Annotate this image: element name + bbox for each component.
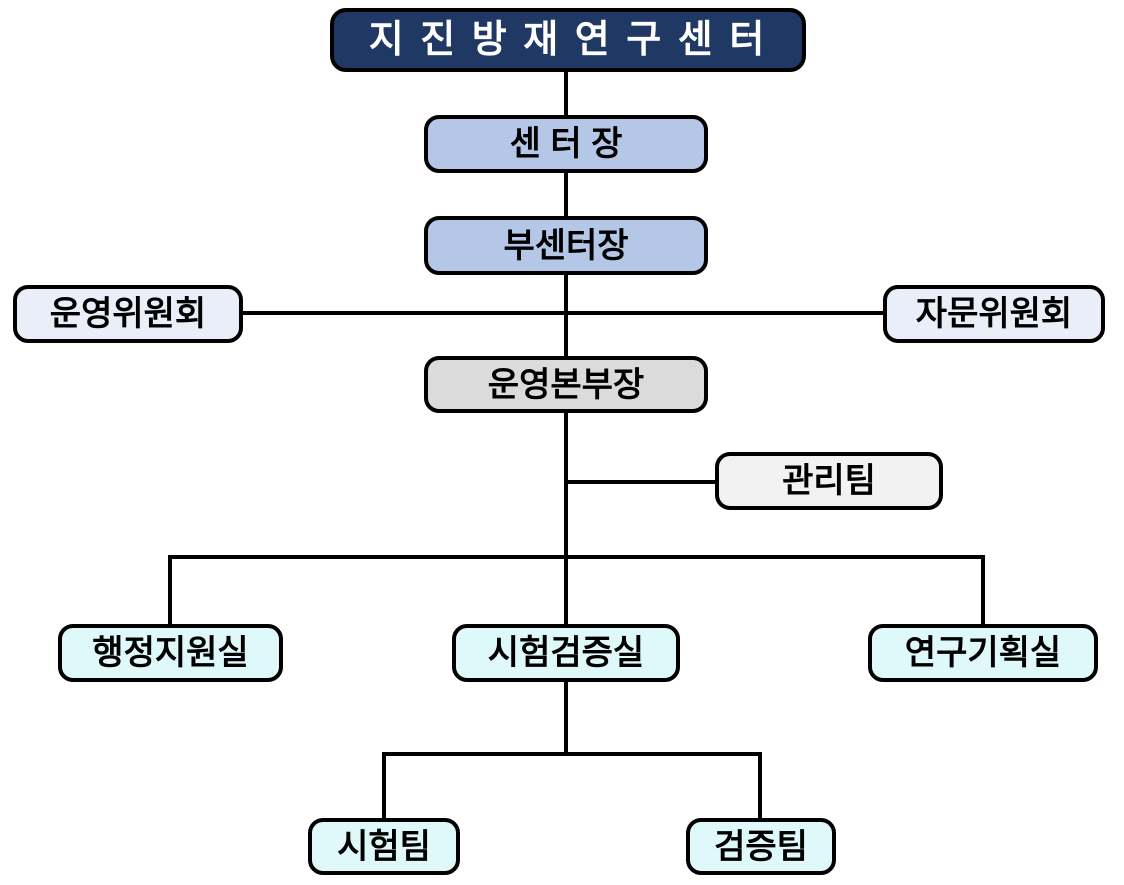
- org-node-verification-team: 검증팀: [686, 818, 836, 875]
- connector-deputy-to-operations-head: [564, 273, 568, 357]
- connector-teams-split: [382, 752, 762, 756]
- org-node-deputy-director: 부센터장: [424, 216, 708, 275]
- connector-center-to-deputy-director: [564, 172, 568, 217]
- org-node-admin-support-office: 행정지원실: [58, 624, 283, 682]
- org-node-management-team: 관리팀: [715, 452, 943, 510]
- org-node-root-title: 지 진 방 재 연 구 센 터: [330, 8, 806, 72]
- connector-drop-research-planning: [981, 555, 985, 624]
- org-node-operations-head: 운영본부장: [424, 356, 708, 413]
- connector-drop-admin-support: [168, 555, 172, 624]
- org-node-operating-committee: 운영위원회: [13, 285, 243, 343]
- org-node-center-director: 센 터 장: [424, 115, 708, 173]
- connector-test-office-to-teams: [564, 680, 568, 756]
- connector-operations-to-offices: [564, 411, 568, 624]
- connector-root-to-center-director: [564, 70, 568, 116]
- org-node-advisory-committee: 자문위원회: [883, 285, 1105, 343]
- org-node-test-team: 시험팀: [308, 818, 460, 875]
- connector-committees: [243, 311, 883, 315]
- org-node-test-verification-office: 시험검증실: [452, 624, 680, 682]
- connector-drop-verification-team: [758, 752, 762, 818]
- connector-drop-test-team: [382, 752, 386, 818]
- connector-offices-split: [168, 555, 985, 559]
- org-node-research-planning-office: 연구기획실: [868, 624, 1098, 682]
- connector-to-management-team: [566, 480, 715, 484]
